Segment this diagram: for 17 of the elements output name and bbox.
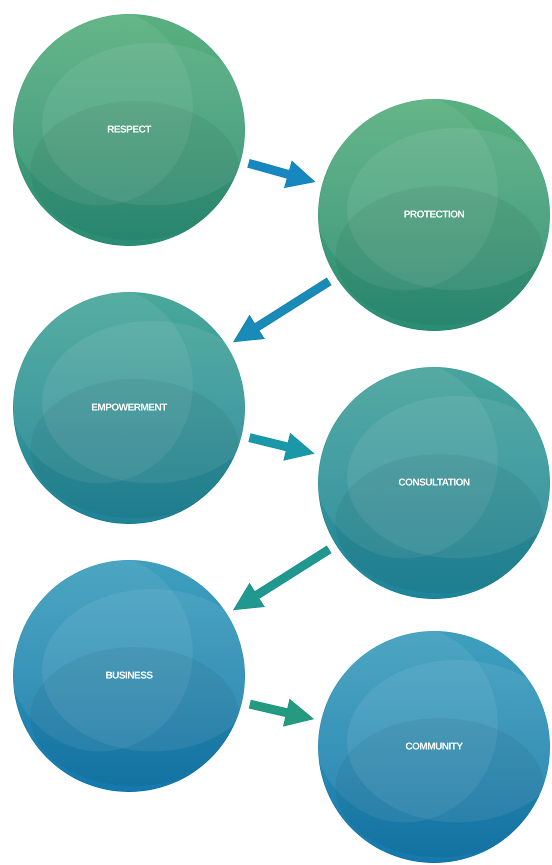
circle-node xyxy=(318,631,550,863)
arrow xyxy=(247,158,316,188)
node-label: RESPECT xyxy=(106,124,152,136)
node-label: COMMUNITY xyxy=(404,742,464,752)
node-label: CONSULTATION xyxy=(397,478,471,488)
node-label: EMPOWERMENT xyxy=(90,402,168,414)
circle-node xyxy=(13,292,245,524)
arrow xyxy=(232,546,332,610)
node-label: PROTECTION xyxy=(402,210,466,220)
circle-node xyxy=(13,560,245,792)
arrow xyxy=(248,698,314,727)
arrow xyxy=(232,278,332,342)
arrow xyxy=(248,432,315,461)
circle-node xyxy=(318,367,550,599)
circle-node xyxy=(318,99,550,331)
circle-node xyxy=(13,14,245,246)
node-label: BUSINESS xyxy=(104,670,154,682)
